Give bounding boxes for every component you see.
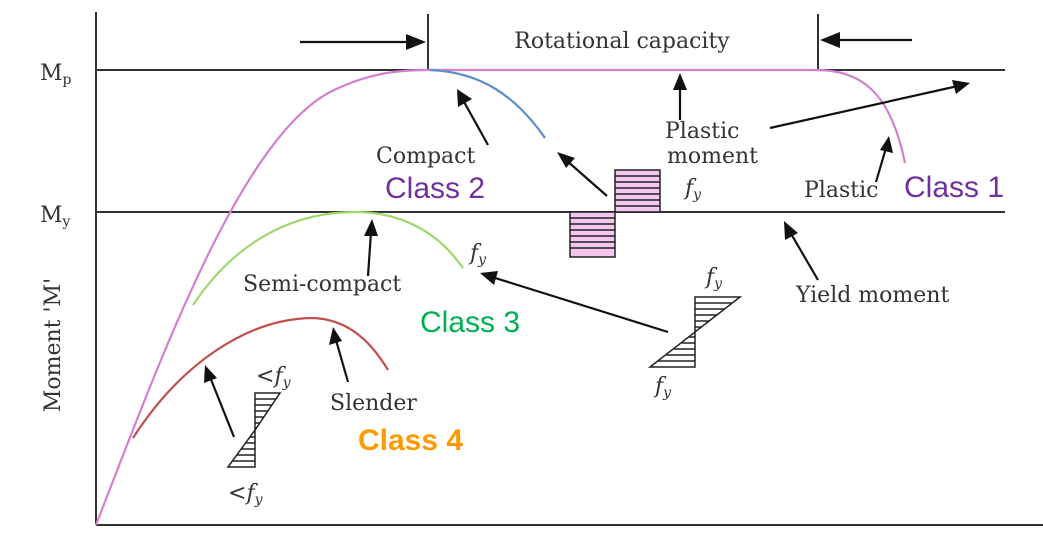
y-axis-label: Moment 'M' <box>41 278 66 412</box>
plastic-moment-label-line1: Plastic <box>665 119 739 144</box>
semi-compact-stress-block <box>647 296 743 368</box>
class3-curve <box>192 210 464 306</box>
yield-moment-label: Yield moment <box>795 283 949 308</box>
fy-label-semi-bottom: fy <box>653 374 672 401</box>
fy-label-semi-top: fy <box>704 265 723 292</box>
class1-curve <box>94 68 907 526</box>
class4-label: Class 4 <box>358 424 463 457</box>
rotational-capacity-label: Rotational capacity <box>514 29 730 54</box>
class1-label: Class 1 <box>904 171 1004 204</box>
class3-label: Class 3 <box>420 306 520 339</box>
plastic-label: Plastic <box>804 178 878 203</box>
plastic-moment-label-line2: moment <box>667 144 758 169</box>
fy-label-plastic-block: fy <box>683 176 702 203</box>
class2-label: Class 2 <box>385 172 485 205</box>
class2-curve <box>429 68 546 139</box>
mp-label: Mp <box>40 61 72 88</box>
class4-curve <box>132 316 389 439</box>
plastic-stress-block <box>569 169 661 258</box>
slender-stress-block <box>226 392 282 468</box>
my-label: My <box>40 203 71 230</box>
lt-fy-label-bottom: <fy <box>228 481 264 508</box>
rotational-capacity-arrowhead-right <box>820 32 840 48</box>
semi-compact-label: Semi-compact <box>243 272 401 297</box>
compact-label: Compact <box>376 144 475 169</box>
fy-label-class3-curve: fy <box>468 241 487 268</box>
rotational-capacity-arrowhead-left <box>406 34 426 50</box>
lt-fy-label-top: <fy <box>256 364 292 391</box>
pointer-arrows <box>204 73 970 438</box>
slender-label: Slender <box>330 391 417 416</box>
